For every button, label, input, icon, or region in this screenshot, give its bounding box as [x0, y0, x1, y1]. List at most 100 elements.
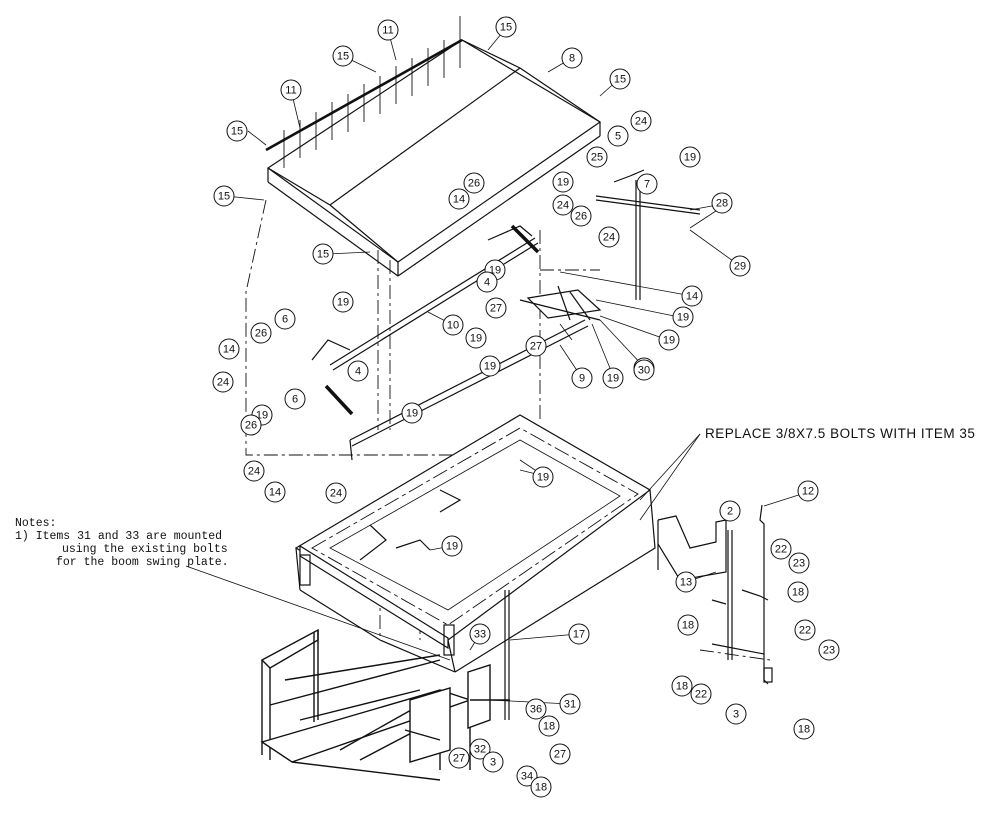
balloon-label: 18 — [676, 681, 688, 693]
item-balloon-28: 28 — [711, 192, 733, 214]
balloon-circle — [465, 327, 487, 349]
balloon-circle — [609, 68, 631, 90]
item-balloon-4: 4 — [347, 360, 369, 382]
item-balloon-11: 11 — [280, 79, 302, 101]
balloon-label: 15 — [500, 22, 512, 34]
item-balloon-4: 4 — [476, 271, 498, 293]
item-balloon-3: 3 — [482, 751, 504, 773]
balloon-label: 7 — [644, 179, 650, 191]
balloon-label: 18 — [682, 620, 694, 632]
notes-line-3: for the boom swing plate. — [56, 556, 229, 569]
balloon-circle — [448, 188, 470, 210]
balloon-label: 18 — [535, 782, 547, 794]
balloon-label: 4 — [484, 277, 490, 289]
item-balloon-27: 27 — [448, 747, 470, 769]
item-balloon-11: 11 — [377, 19, 399, 41]
item-balloon-19: 19 — [679, 146, 701, 168]
item-balloon-23: 23 — [818, 639, 840, 661]
balloon-label: 24 — [635, 116, 647, 128]
balloon-circle — [568, 623, 590, 645]
balloon-circle — [377, 19, 399, 41]
balloon-circle — [226, 120, 248, 142]
item-balloon-2: 2 — [719, 500, 741, 522]
balloon-label: 23 — [793, 558, 805, 570]
balloon-label: 19 — [557, 177, 569, 189]
balloon-label: 23 — [823, 645, 835, 657]
item-balloon-24: 24 — [630, 110, 652, 132]
balloon-circle — [479, 355, 501, 377]
item-balloon-19: 19 — [672, 306, 694, 328]
balloon-label: 27 — [554, 749, 566, 761]
item-balloon-18: 18 — [787, 581, 809, 603]
item-balloon-19: 19 — [552, 171, 574, 193]
balloon-label: 14 — [223, 344, 235, 356]
balloon-label: 30 — [638, 365, 650, 377]
item-balloon-31: 31 — [559, 693, 581, 715]
balloon-circle — [280, 79, 302, 101]
balloon-label: 15 — [337, 51, 349, 63]
item-balloon-18: 18 — [538, 715, 560, 737]
balloon-circle — [485, 297, 507, 319]
item-balloon-14: 14 — [448, 188, 470, 210]
balloon-label: 19 — [470, 333, 482, 345]
balloon-circle — [240, 414, 262, 436]
balloon-label: 3 — [733, 709, 739, 721]
item-balloon-6: 6 — [274, 308, 296, 330]
item-balloon-9: 9 — [571, 367, 593, 389]
item-balloon-25: 25 — [586, 146, 608, 168]
balloon-circle — [552, 194, 574, 216]
balloon-label: 6 — [282, 314, 288, 326]
balloon-circle — [636, 173, 658, 195]
balloon-label: 31 — [564, 699, 576, 711]
balloon-circle — [463, 172, 485, 194]
item-balloon-15: 15 — [609, 68, 631, 90]
item-balloon-27: 27 — [549, 743, 571, 765]
balloon-circle — [719, 500, 741, 522]
item-balloon-15: 15 — [226, 120, 248, 142]
item-balloon-26: 26 — [240, 414, 262, 436]
balloon-circle — [797, 480, 819, 502]
balloon-label: 11 — [285, 85, 296, 97]
balloon-label: 19 — [337, 297, 349, 309]
balloon-label: 33 — [474, 629, 486, 641]
balloon-circle — [274, 308, 296, 330]
clamp-5 — [613, 169, 645, 183]
balloon-circle — [549, 743, 571, 765]
balloon-label: 14 — [269, 487, 281, 499]
balloon-label: 9 — [579, 373, 585, 385]
item-balloon-19: 19 — [479, 355, 501, 377]
balloon-label: 22 — [799, 625, 811, 637]
side-rail-9 — [349, 319, 589, 461]
tube-2 — [727, 530, 733, 660]
notes-heading: Notes: — [15, 517, 57, 530]
item-balloon-15: 15 — [213, 185, 235, 207]
balloon-label: 27 — [490, 303, 502, 315]
balloon-label: 14 — [686, 291, 698, 303]
item-balloon-12: 12 — [797, 480, 819, 502]
balloon-label: 11 — [382, 25, 393, 37]
bracket-4-upper — [510, 224, 540, 254]
balloon-circle — [538, 715, 560, 737]
balloon-circle — [312, 243, 334, 265]
balloon-label: 19 — [537, 472, 549, 484]
balloon-circle — [675, 571, 697, 593]
balloon-label: 24 — [330, 488, 342, 500]
item-balloon-7: 7 — [636, 173, 658, 195]
balloon-label: 17 — [573, 629, 585, 641]
brace-19 — [311, 225, 533, 361]
support-frame — [260, 628, 510, 781]
item-balloon-24: 24 — [212, 371, 234, 393]
balloon-label: 18 — [798, 724, 810, 736]
balloon-label: 3 — [490, 757, 496, 769]
balloon-label: 29 — [734, 261, 746, 273]
item-balloon-22: 22 — [690, 683, 712, 705]
item-balloon-14: 14 — [264, 481, 286, 503]
balloon-circle — [525, 698, 547, 720]
balloon-label: 32 — [474, 744, 486, 756]
balloon-circle — [347, 360, 369, 382]
item-balloon-26: 26 — [463, 172, 485, 194]
rod-12 — [759, 504, 769, 685]
item-balloon-24: 24 — [243, 460, 265, 482]
